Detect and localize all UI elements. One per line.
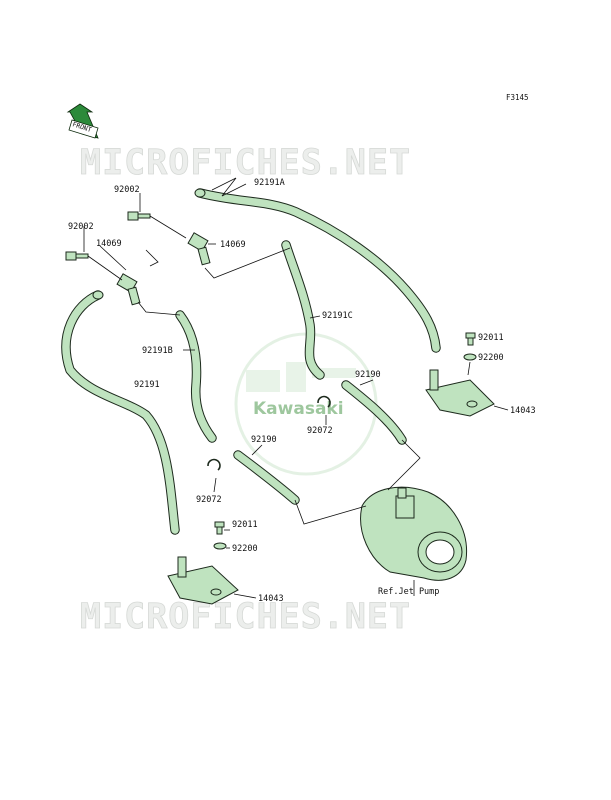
- watermark-bottom: MICROFICHES.NET: [80, 597, 411, 637]
- tube-92190-right: [341, 380, 407, 445]
- callout-92072-left: 92072: [196, 495, 222, 505]
- check-valve-upper: [187, 232, 211, 266]
- screw-left: [65, 251, 89, 261]
- kawasaki-logo-text: Kawasaki: [253, 399, 344, 419]
- bracket-14043-right: [425, 369, 495, 417]
- callout-92190-right: 92190: [355, 370, 381, 380]
- hose-92191a: [194, 188, 441, 353]
- callout-92002-left: 92002: [68, 222, 94, 232]
- callout-14069-right: 14069: [220, 240, 246, 250]
- callout-14043-right: 14043: [510, 406, 536, 416]
- callout-14069-left: 14069: [96, 239, 122, 249]
- front-arrow-icon: FRONT: [66, 103, 99, 139]
- bolt-92011-lower: [214, 521, 225, 535]
- callout-92200-lower: 92200: [232, 544, 258, 554]
- washer-92200-lower: [213, 542, 227, 550]
- callout-92011-lower: 92011: [232, 520, 258, 530]
- bolt-92011-right: [465, 332, 476, 346]
- check-valve-lower: [116, 273, 141, 306]
- tube-92190-lower: [233, 450, 300, 505]
- leader-lines: [83, 177, 509, 599]
- callout-92191c: 92191C: [322, 311, 353, 321]
- callout-92200-right: 92200: [478, 353, 504, 363]
- screw-upper: [127, 211, 151, 221]
- figure-code: F3145: [506, 93, 529, 102]
- watermark-top: MICROFICHES.NET: [80, 143, 411, 183]
- clamp-left: [207, 458, 221, 471]
- hose-92191c: [281, 240, 325, 380]
- hose-92191b: [175, 310, 217, 443]
- callout-ref-jet-pump: Ref.Jet Pump: [378, 587, 439, 597]
- callout-92191a: 92191A: [254, 178, 285, 188]
- callout-14043-lower: 14043: [258, 594, 284, 604]
- callout-labels: 92002 92191A 92002 14069 14069 92191C 92…: [68, 178, 536, 604]
- callout-92011-right: 92011: [478, 333, 504, 343]
- washer-92200-right: [463, 353, 477, 361]
- callout-92002-upper: 92002: [114, 185, 140, 195]
- callout-92191: 92191: [134, 380, 160, 390]
- callout-92072-right: 92072: [307, 426, 333, 436]
- callout-92191b: 92191B: [142, 346, 173, 356]
- callout-92190-lower: 92190: [251, 435, 277, 445]
- bracket-14043-lower: [167, 556, 239, 605]
- hose-92191: [61, 290, 180, 535]
- clamp-right: [317, 395, 331, 408]
- jet-pump: [360, 486, 468, 581]
